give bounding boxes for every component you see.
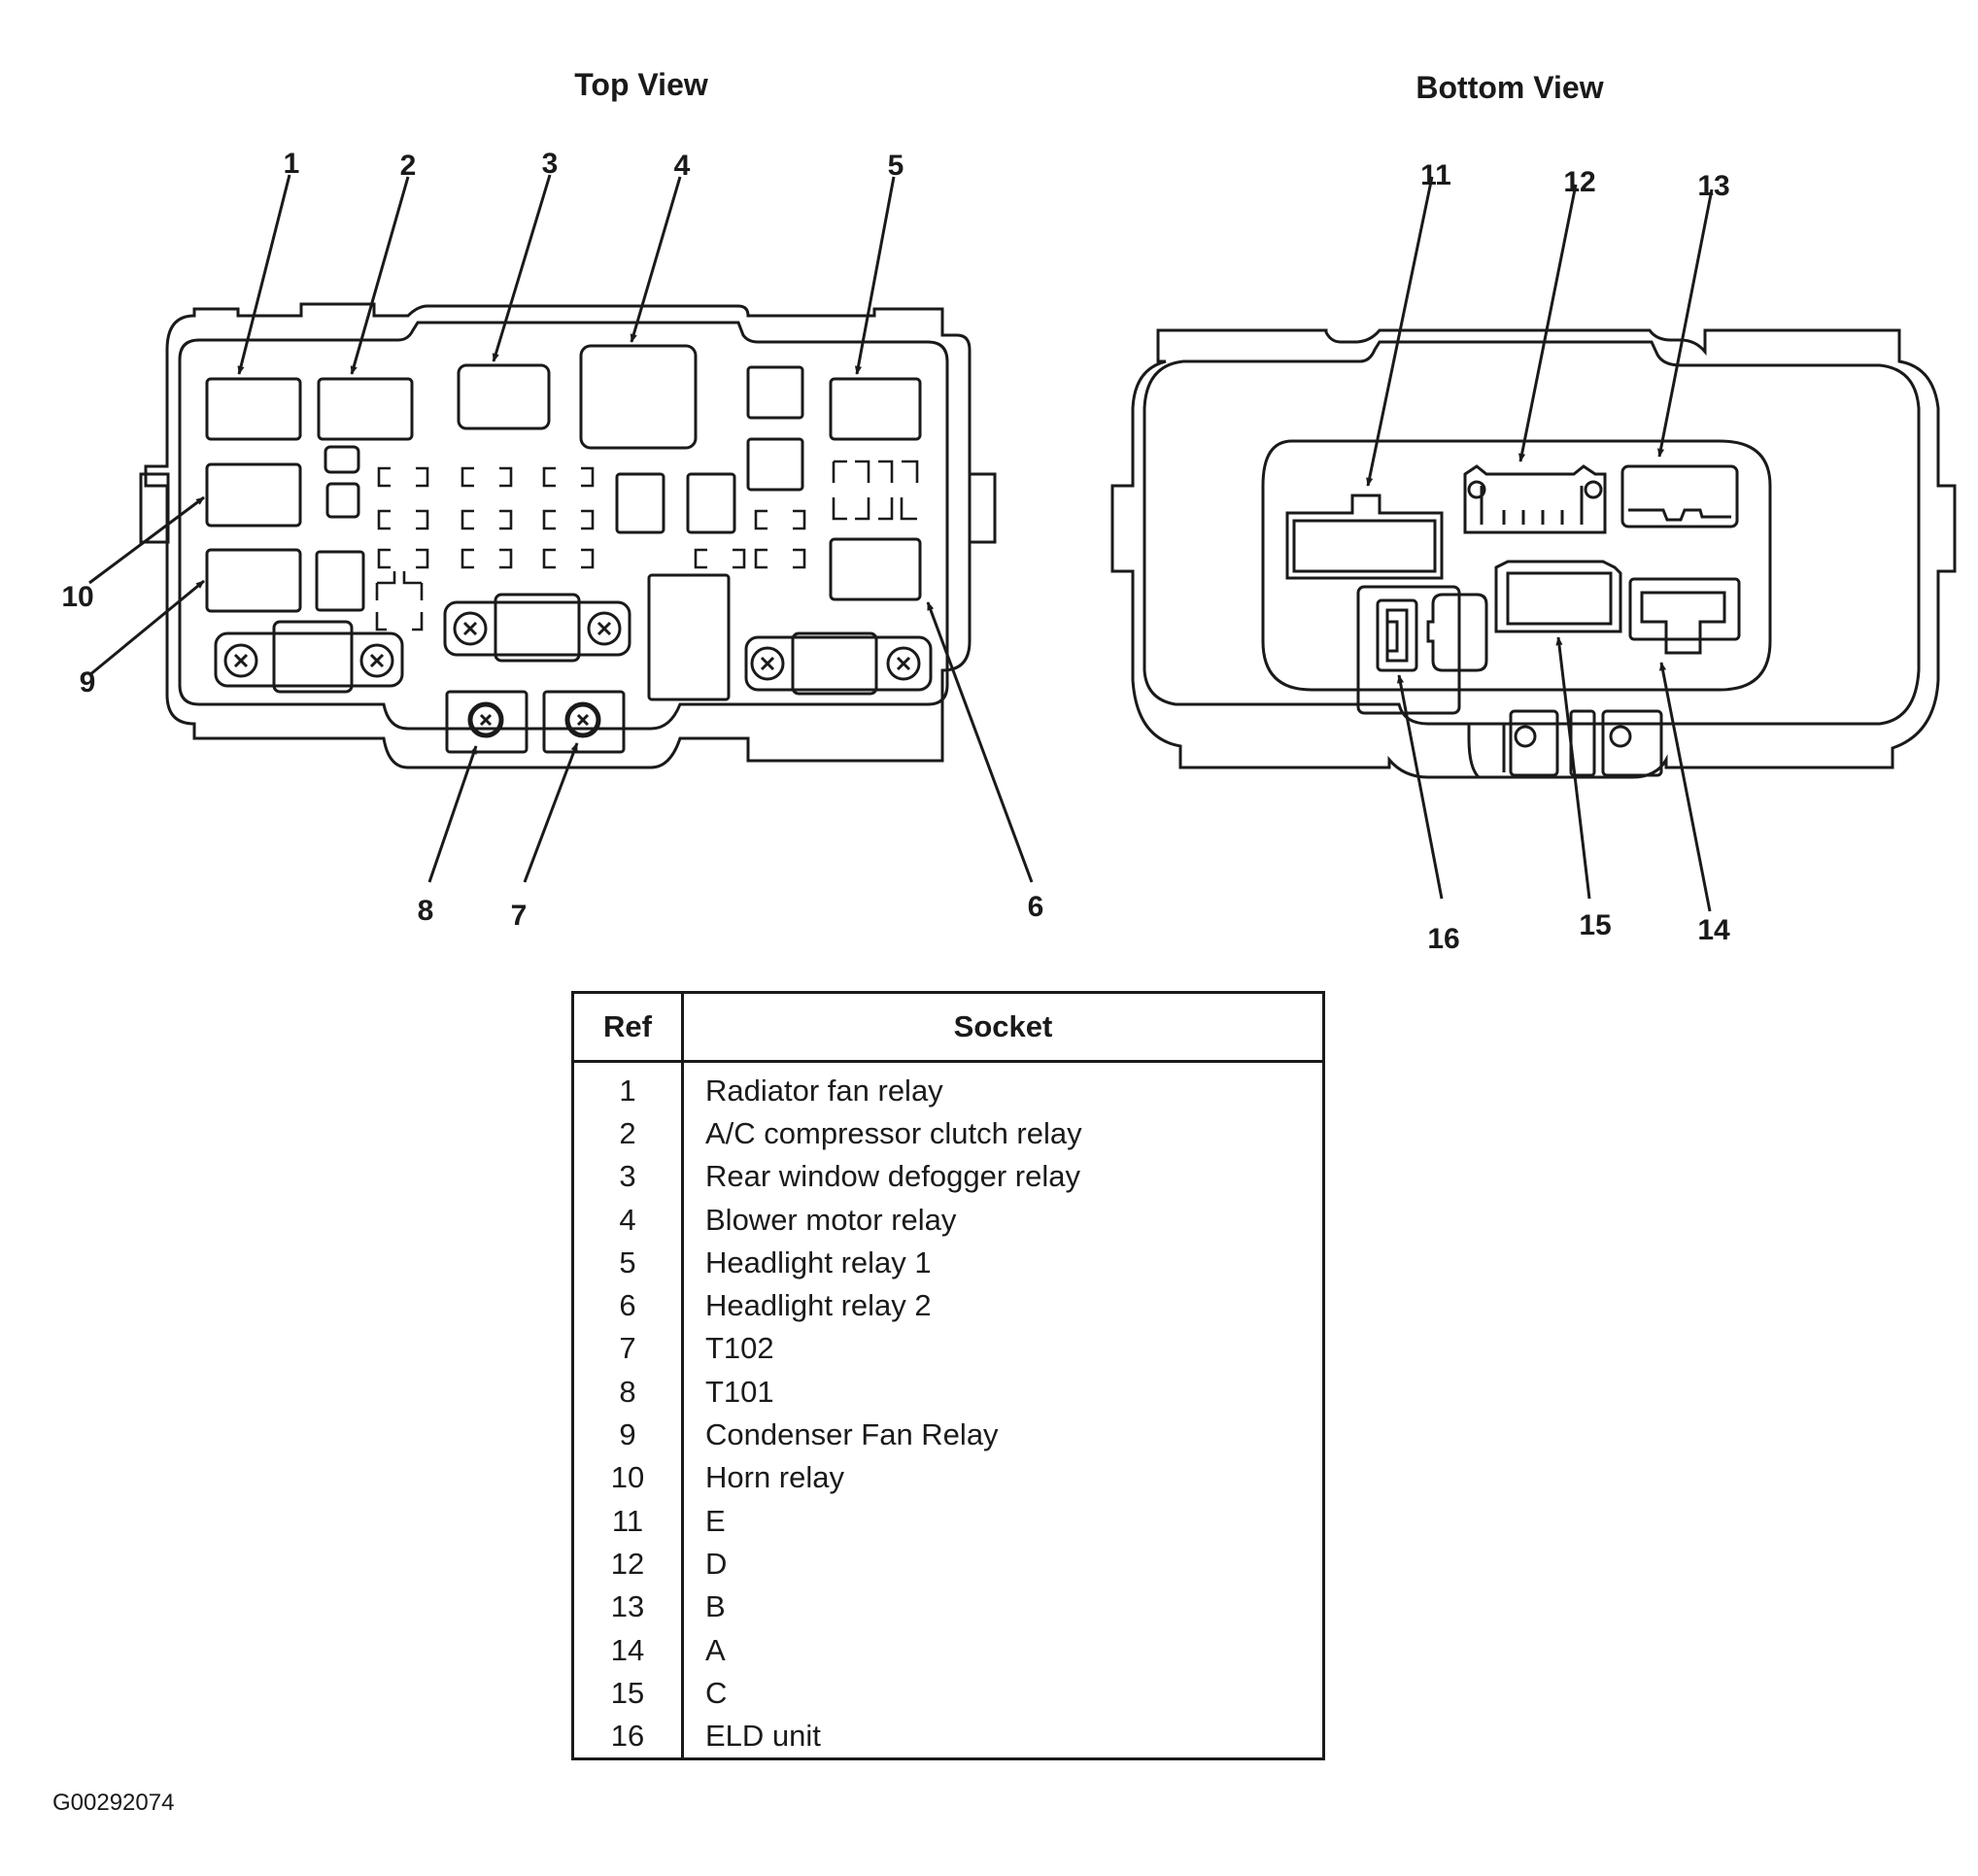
reference-table: Ref Socket 1 Radiator fan relay 2 A/C comp… (571, 991, 1325, 1760)
row-ref: 1 (572, 1061, 684, 1112)
callout-4: 4 (674, 150, 691, 182)
table-row: 1 Radiator fan relay (572, 1061, 1324, 1112)
callout-3: 3 (542, 148, 559, 180)
table-row: 15 C (572, 1671, 1324, 1715)
table-header-row: Ref Socket (572, 992, 1324, 1063)
row-socket: C (705, 1675, 728, 1710)
row-ref: 15 (572, 1671, 684, 1715)
bottom-view-title: Bottom View (1415, 70, 1603, 105)
row-ref: 6 (572, 1283, 684, 1327)
callout-1: 1 (284, 148, 300, 180)
table-row: 3 Rear window defogger relay (572, 1154, 1324, 1198)
bottom-view-leaders (1366, 176, 1714, 912)
image-code: G00292074 (52, 1790, 175, 1816)
socket-4 (579, 344, 698, 450)
row-ref: 9 (572, 1413, 684, 1456)
row-ref: 3 (572, 1154, 684, 1198)
row-socket: Headlight relay 2 (705, 1288, 932, 1323)
row-socket: T102 (705, 1331, 774, 1366)
row-socket: A (705, 1632, 726, 1667)
table-row: 10 Horn relay (572, 1455, 1324, 1499)
callout-10: 10 (61, 581, 93, 613)
socket-5 (829, 377, 922, 441)
callout-8: 8 (418, 895, 434, 927)
bottom-view-housing (1110, 328, 1957, 779)
row-socket: B (705, 1589, 726, 1624)
top-view-bolts (223, 611, 921, 738)
row-socket: Blower motor relay (705, 1202, 957, 1237)
socket-1 (205, 377, 302, 441)
callout-16: 16 (1427, 923, 1459, 955)
row-ref: 2 (572, 1111, 684, 1155)
row-ref: 7 (572, 1326, 684, 1371)
callout-12: 12 (1563, 166, 1595, 198)
callout-14: 14 (1697, 914, 1730, 946)
socket-10 (205, 462, 302, 528)
row-socket: ELD unit (705, 1719, 821, 1754)
row-ref: 10 (572, 1455, 684, 1499)
callout-15: 15 (1579, 909, 1611, 941)
row-socket: Horn relay (705, 1460, 844, 1495)
socket-3 (457, 363, 551, 430)
callout-13: 13 (1697, 170, 1729, 202)
bottom-view-connectors (1285, 464, 1741, 715)
callout-7: 7 (511, 900, 528, 932)
table-row: 16 ELD unit (572, 1714, 1324, 1759)
top-view-title: Top View (574, 67, 708, 102)
table-row: 13 B (572, 1585, 1324, 1628)
row-socket: Radiator fan relay (705, 1073, 943, 1108)
row-socket: T101 (705, 1374, 774, 1409)
row-socket: Condenser Fan Relay (705, 1417, 999, 1452)
header-socket: Socket (682, 992, 1324, 1063)
row-ref: 5 (572, 1241, 684, 1284)
row-socket: Rear window defogger relay (705, 1159, 1080, 1194)
top-view-components (205, 344, 933, 754)
row-socket: A/C compressor clutch relay (705, 1115, 1082, 1150)
socket-2 (317, 377, 414, 441)
top-view-housing (139, 302, 997, 769)
callout-2: 2 (400, 150, 417, 182)
row-ref: 4 (572, 1197, 684, 1242)
row-socket: E (705, 1503, 726, 1538)
table-row: 11 E (572, 1498, 1324, 1543)
top-view-callouts: 1 2 3 4 5 6 7 8 9 10 (61, 148, 1043, 932)
header-ref: Ref (572, 992, 684, 1063)
socket-9 (205, 548, 302, 613)
row-ref: 12 (572, 1542, 684, 1586)
table-row: 4 Blower motor relay (572, 1197, 1324, 1242)
row-ref: 14 (572, 1627, 684, 1672)
table-row: 14 A (572, 1627, 1324, 1672)
top-view-leaders (88, 174, 1034, 883)
table-row: 2 A/C compressor clutch relay (572, 1111, 1324, 1155)
socket-6 (829, 537, 922, 601)
row-ref: 13 (572, 1585, 684, 1628)
table-row: 5 Headlight relay 1 (572, 1241, 1324, 1284)
bottom-view-callouts: 11 12 13 14 15 16 (1420, 159, 1730, 955)
callout-9: 9 (80, 666, 96, 699)
row-socket: Headlight relay 1 (705, 1245, 932, 1279)
callout-5: 5 (888, 150, 904, 182)
row-ref: 16 (572, 1714, 684, 1759)
row-socket: D (705, 1546, 728, 1581)
callout-11: 11 (1420, 159, 1451, 191)
row-ref: 11 (572, 1498, 684, 1543)
fuse-box-diagram: Top View (61, 67, 1957, 955)
row-ref: 8 (572, 1370, 684, 1414)
table-row: 8 T101 (572, 1370, 1324, 1414)
table-row: 7 T102 (572, 1326, 1324, 1371)
callout-6: 6 (1028, 891, 1044, 923)
table-row: 12 D (572, 1542, 1324, 1586)
table-row: 9 Condenser Fan Relay (572, 1413, 1324, 1456)
table-row: 6 Headlight relay 2 (572, 1283, 1324, 1327)
